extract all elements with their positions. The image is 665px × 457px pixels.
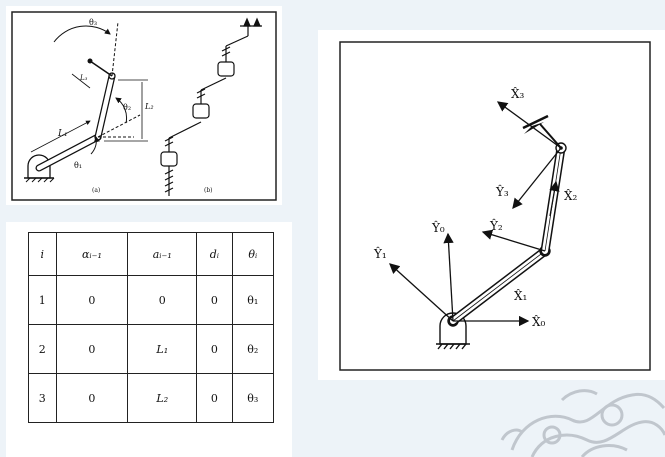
joint-chain-schematic — [160, 17, 262, 196]
cell-theta: θ₁ — [231, 275, 274, 325]
x2-axis-arrow — [549, 180, 560, 217]
cell-a: L₁ — [127, 324, 198, 374]
subfigure-b-label: (b) — [204, 187, 213, 194]
L2-label: L₂ — [144, 102, 154, 111]
cell-d: 0 — [196, 275, 233, 325]
dh-table-panel: i αᵢ₋₁ aᵢ₋₁ dᵢ θᵢ 1 0 0 0 θ₁ 2 0 L₁ 0 θ₂ — [6, 222, 292, 457]
col-header-d: dᵢ — [196, 232, 233, 276]
dh-parameter-table: i αᵢ₋₁ aᵢ₋₁ dᵢ θᵢ 1 0 0 0 θ₁ 2 0 L₁ 0 θ₂ — [28, 232, 274, 423]
x3-axis-arrow — [496, 101, 562, 149]
cell-a: L₂ — [127, 373, 198, 423]
table-row: 2 0 L₁ 0 θ₂ — [28, 324, 274, 374]
cell-alpha: 0 — [55, 373, 129, 423]
figure-border — [11, 11, 277, 201]
cell-a: 0 — [127, 275, 198, 325]
y2-axis-arrow — [481, 229, 546, 252]
cell-i: 1 — [28, 275, 57, 325]
link-2 — [540, 142, 567, 256]
X1-label: X̂₁ — [514, 288, 527, 303]
link-1 — [448, 245, 551, 326]
Y2-label: Ŷ₂ — [489, 218, 503, 233]
X0-label: X̂₀ — [532, 314, 546, 329]
frames-diagram-panel: X̂₀ Ŷ₀ Ŷ₁ X̂₁ Ŷ₂ X̂₂ X̂₃ Ŷ₃ — [318, 30, 665, 380]
table-header-row: i αᵢ₋₁ aᵢ₋₁ dᵢ θᵢ — [28, 232, 274, 276]
col-header-a: aᵢ₋₁ — [127, 232, 198, 276]
cell-i: 2 — [28, 324, 57, 374]
cell-alpha: 0 — [55, 324, 129, 374]
y0-axis-arrow — [443, 232, 454, 322]
subfigure-a-label: (a) — [92, 187, 100, 194]
table-row: 3 0 L₂ 0 θ₃ — [28, 373, 274, 423]
dragon-watermark — [500, 389, 665, 457]
link-3 — [87, 58, 113, 77]
arm-diagram: θ₁ θ₂ θ₃ L₁ L₂ L₃ (a) — [11, 11, 277, 201]
Y1-label: Ŷ₁ — [373, 246, 387, 261]
y3-axis-arrow — [512, 147, 562, 210]
cell-theta: θ₃ — [231, 373, 274, 423]
table-row: 1 0 0 0 θ₁ — [28, 275, 274, 325]
theta2-label: θ₂ — [123, 103, 131, 112]
figure-border — [339, 41, 651, 371]
cell-i: 3 — [28, 373, 57, 423]
cell-theta: θ₂ — [231, 324, 274, 374]
X2-label: X̂₂ — [564, 188, 578, 203]
link-1 — [35, 133, 102, 172]
frames-diagram: X̂₀ Ŷ₀ Ŷ₁ X̂₁ Ŷ₂ X̂₂ X̂₃ Ŷ₃ — [339, 41, 651, 371]
y1-axis-arrow — [389, 263, 454, 322]
col-header-alpha: αᵢ₋₁ — [55, 232, 129, 276]
Y3-label: Ŷ₃ — [495, 184, 509, 199]
L1-label: L₁ — [57, 129, 68, 139]
link-2 — [94, 72, 116, 141]
cell-alpha: 0 — [55, 275, 129, 325]
X3-label: X̂₃ — [511, 86, 525, 101]
Y0-label: Ŷ₀ — [431, 220, 445, 235]
cell-d: 0 — [196, 324, 233, 374]
cell-d: 0 — [196, 373, 233, 423]
L3-label: L₃ — [79, 74, 88, 82]
col-header-theta: θᵢ — [231, 232, 274, 276]
theta3-label: θ₃ — [89, 18, 97, 27]
theta1-label: θ₁ — [74, 161, 82, 170]
col-header-i: i — [28, 232, 57, 276]
arm-diagram-panel: θ₁ θ₂ θ₃ L₁ L₂ L₃ (a) — [6, 6, 282, 205]
